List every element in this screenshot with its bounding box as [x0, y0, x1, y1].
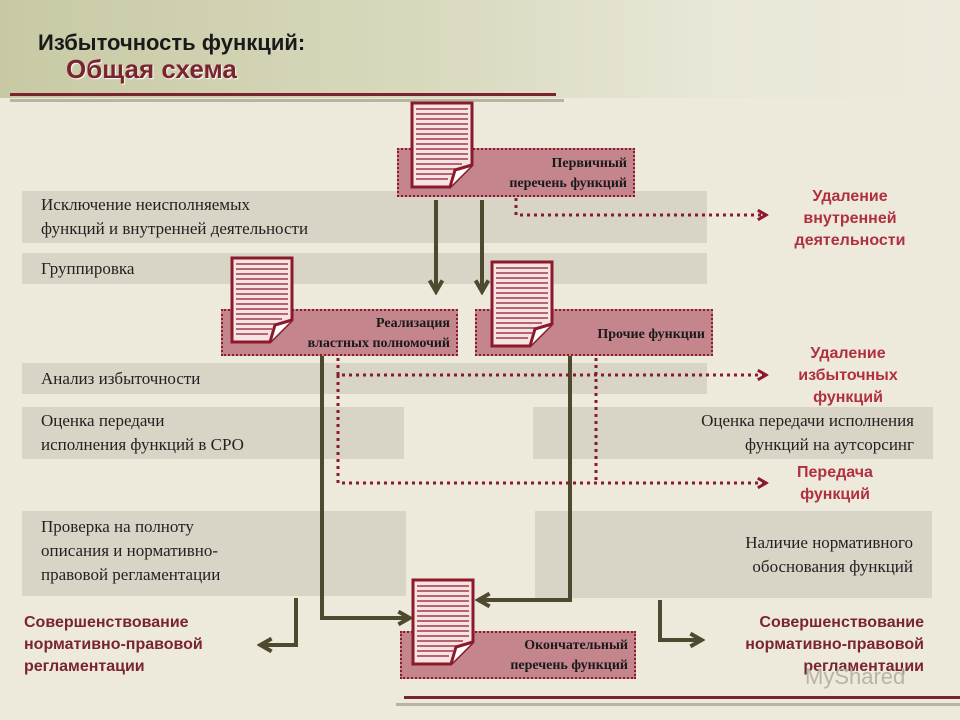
- header-rule-red: [10, 93, 556, 96]
- outcome-improve-right-line-2: нормативно-правовой: [745, 636, 924, 653]
- stage-exclusion-line-2: функций и внутренней деятельности: [41, 219, 309, 238]
- page-subtitle: Общая схема: [66, 54, 237, 84]
- stage-completeness-line-1: Проверка на полноту: [41, 517, 194, 536]
- outcome-remove-redundant: Удаление избыточных функций: [768, 343, 928, 409]
- doc-authority-line-2: властных полномочий: [307, 336, 450, 351]
- header-background: [0, 0, 960, 98]
- header-rule-grey: [10, 99, 564, 102]
- document-icon-authority: [230, 256, 294, 344]
- outcome-improve-right: Совершенствование нормативно-правовой ре…: [704, 612, 924, 678]
- stage-justification: Наличие нормативного обоснования функций: [535, 511, 932, 598]
- stage-analysis-label: Анализ избыточности: [41, 369, 201, 388]
- outcome-remove-redundant-line-1: Удаление: [810, 345, 886, 362]
- outcome-transfer-line-1: Передача: [797, 464, 873, 481]
- footer-rule-grey: [396, 703, 960, 706]
- stage-outsourcing-line-2: функций на аутсорсинг: [745, 435, 914, 454]
- outcome-improve-right-line-1: Совершенствование: [759, 614, 924, 631]
- arrow-other-to-final: [480, 355, 572, 600]
- arrow-justification-to-improvement: [658, 600, 700, 640]
- stage-justification-line-2: обоснования функций: [752, 557, 913, 576]
- stage-completeness-line-3: правовой регламентации: [41, 565, 221, 584]
- doc-final-line-1: Окончательный: [524, 638, 628, 653]
- document-icon-primary: [410, 101, 474, 189]
- doc-primary-line-1: Первичный: [551, 156, 627, 171]
- doc-final-line-2: перечень функций: [510, 658, 628, 673]
- arrow-completeness-to-improvement: [262, 598, 298, 645]
- stage-completeness: Проверка на полноту описания и нормативн…: [22, 511, 406, 596]
- stage-exclusion: Исключение неисполняемых функций и внутр…: [22, 191, 707, 243]
- stage-completeness-line-2: описания и нормативно-: [41, 541, 219, 560]
- stage-outsourcing-line-1: Оценка передачи исполнения: [701, 411, 914, 430]
- outcome-transfer-line-2: функций: [800, 486, 870, 503]
- watermark-text: MyShared: [805, 664, 906, 689]
- stage-sro-line-1: Оценка передачи: [41, 411, 165, 430]
- outcome-improve-right-line-3: регламентации: [803, 658, 924, 675]
- stage-analysis: Анализ избыточности: [22, 363, 707, 394]
- outcome-improve-left-line-3: регламентации: [24, 658, 145, 675]
- doc-authority-line-1: Реализация: [376, 316, 450, 331]
- outcome-remove-internal-line-1: Удаление: [812, 188, 888, 205]
- arrow-authority-to-final: [320, 355, 408, 618]
- outcome-remove-internal-line-2: внутренней: [803, 210, 897, 227]
- dotted-arrow-transfer-left: [336, 375, 765, 483]
- dotted-arrow-remove-internal: [514, 198, 765, 215]
- stage-sro-line-2: исполнения функций в СРО: [41, 435, 244, 454]
- stage-outsourcing: Оценка передачи исполнения функций на ау…: [533, 407, 933, 459]
- page-title: Избыточность функций:: [38, 30, 306, 55]
- document-icon-final: [411, 578, 475, 666]
- outcome-remove-internal: Удаление внутренней деятельности: [770, 186, 930, 252]
- outcome-remove-redundant-line-3: функций: [813, 389, 883, 406]
- dotted-arrow-remove-redundant: [336, 358, 765, 375]
- doc-other-label: Прочие функции: [597, 327, 705, 342]
- stage-sro: Оценка передачи исполнения функций в СРО: [22, 407, 404, 459]
- stage-grouping: Группировка: [22, 253, 707, 284]
- stage-justification-line-1: Наличие нормативного: [745, 533, 913, 552]
- stage-exclusion-line-1: Исключение неисполняемых: [41, 195, 250, 214]
- document-icon-other: [490, 260, 554, 348]
- outcome-transfer: Передача функций: [768, 462, 902, 506]
- outcome-improve-left-line-2: нормативно-правовой: [24, 636, 203, 653]
- footer-rule-red: [404, 696, 960, 699]
- outcome-remove-redundant-line-2: избыточных: [798, 367, 898, 384]
- outcome-improve-left: Совершенствование нормативно-правовой ре…: [24, 612, 203, 678]
- doc-primary-line-2: перечень функций: [509, 176, 627, 191]
- outcome-remove-internal-line-3: деятельности: [794, 232, 906, 249]
- stage-grouping-label: Группировка: [41, 259, 135, 278]
- outcome-improve-left-line-1: Совершенствование: [24, 614, 189, 631]
